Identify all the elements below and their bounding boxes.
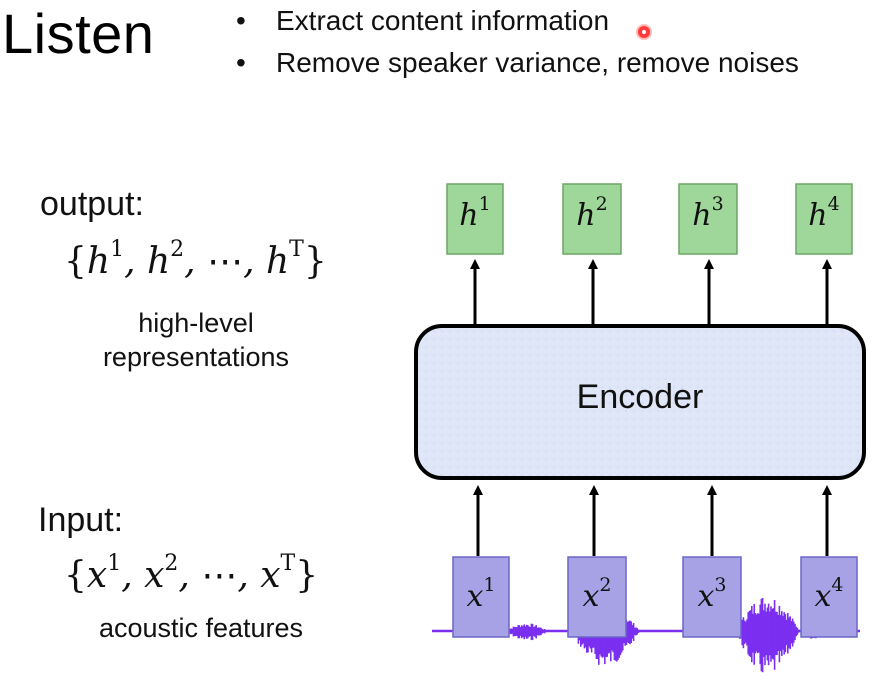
slide-title: Listen [2,2,155,65]
bullet-item: Remove speaker variance, remove noises [230,42,799,84]
output-box-h3 [678,183,738,255]
output-box-h1 [446,183,504,255]
input-box-x4 [800,556,858,638]
output-label: output: [40,185,144,223]
output-caption-line: representations [102,342,290,372]
output-caption-line: high-level [138,308,254,338]
output-arrows [470,259,832,324]
input-label: Input: [38,501,124,539]
input-box-x3 [682,556,742,638]
output-set-notation: {h1, h2, ⋯, hT} [64,237,327,282]
input-caption: acoustic features [98,613,304,643]
input-box-x2 [567,556,627,638]
bullet-list: Extract content information Remove speak… [230,0,799,84]
output-box-h4 [795,183,853,255]
input-arrows [473,485,832,556]
input-set-notation: {x1, x2, ⋯, xT} [64,551,319,596]
output-caption: high-level representations [66,306,326,374]
encoder-block [414,324,866,480]
input-box-x1 [452,556,510,638]
bullet-item: Extract content information [230,0,799,42]
output-box-h2 [562,183,622,255]
laser-pointer-dot [638,26,650,38]
